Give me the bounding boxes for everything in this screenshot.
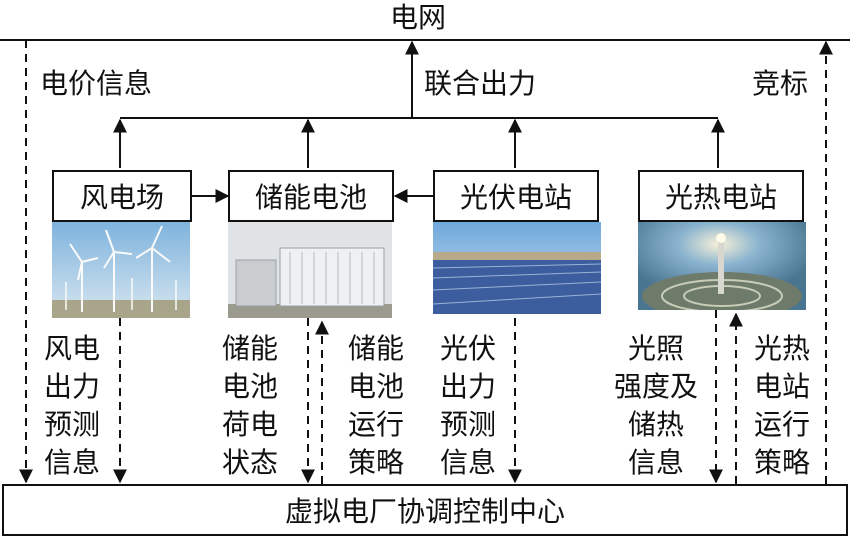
csp-info-label: 光照 强度及 储热 信息 [613,332,698,479]
wind-farm-photo [52,222,190,318]
storage-soc-label: 储能 电池 荷电 状态 [221,332,278,479]
grid-label: 电网 [390,1,447,34]
wind-farm-box: 风电场 [52,170,192,222]
pv-station-box: 光伏电站 [433,170,599,222]
storage-photo [228,222,392,318]
joint-output-label: 联合出力 [424,67,537,100]
price-info-label: 电价信息 [40,67,153,100]
csp-strategy-label: 光热 电站 运行 策略 [753,332,810,479]
wind-forecast-label: 风电 出力 预测 信息 [43,332,100,479]
storage-strategy-label: 储能 电池 运行 策略 [347,332,404,479]
control-center-box: 虚拟电厂协调控制中心 [2,484,848,536]
csp-station-photo [638,222,806,310]
csp-station-box: 光热电站 [638,170,804,222]
storage-box: 储能电池 [228,170,394,222]
pv-forecast-label: 光伏 出力 预测 信息 [439,332,496,479]
bidding-label: 竞标 [752,67,809,100]
pv-station-photo [433,222,601,314]
